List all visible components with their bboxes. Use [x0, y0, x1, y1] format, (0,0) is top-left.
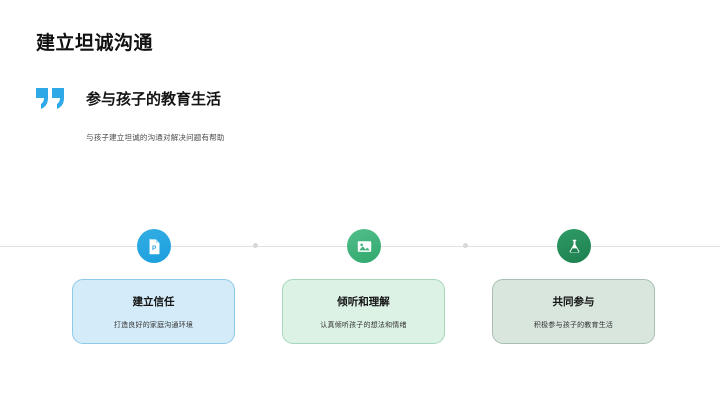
image-picture-icon [356, 238, 373, 255]
card-description: 积极参与孩子的教育生活 [533, 321, 614, 329]
quote-subtitle: 与孩子建立坦诚的沟通对解决问题有帮助 [86, 133, 225, 142]
timeline-dot-2 [463, 243, 468, 248]
quote-mark-icon [34, 82, 68, 116]
quote-heading: 参与孩子的教育生活 [86, 91, 222, 108]
flask-beaker-icon [566, 238, 583, 255]
document-file-icon: P [146, 238, 163, 255]
card-listen-understand[interactable]: 倾听和理解 认真倾听孩子的想法和情绪 [282, 279, 445, 344]
timeline-node-image[interactable] [347, 229, 381, 263]
card-title: 倾听和理解 [337, 295, 390, 308]
card-description: 打造良好的家庭沟通环境 [113, 321, 194, 329]
card-title: 建立信任 [132, 295, 175, 308]
timeline-node-flask[interactable] [557, 229, 591, 263]
card-build-trust[interactable]: 建立信任 打造良好的家庭沟通环境 [72, 279, 235, 344]
card-title: 共同参与 [552, 295, 595, 308]
timeline-dot-1 [253, 243, 258, 248]
card-description: 认真倾听孩子的想法和情绪 [320, 321, 407, 329]
card-joint-participation[interactable]: 共同参与 积极参与孩子的教育生活 [492, 279, 655, 344]
timeline-node-document[interactable]: P [137, 229, 171, 263]
svg-text:P: P [152, 245, 157, 252]
page-title: 建立坦诚沟通 [36, 33, 154, 54]
